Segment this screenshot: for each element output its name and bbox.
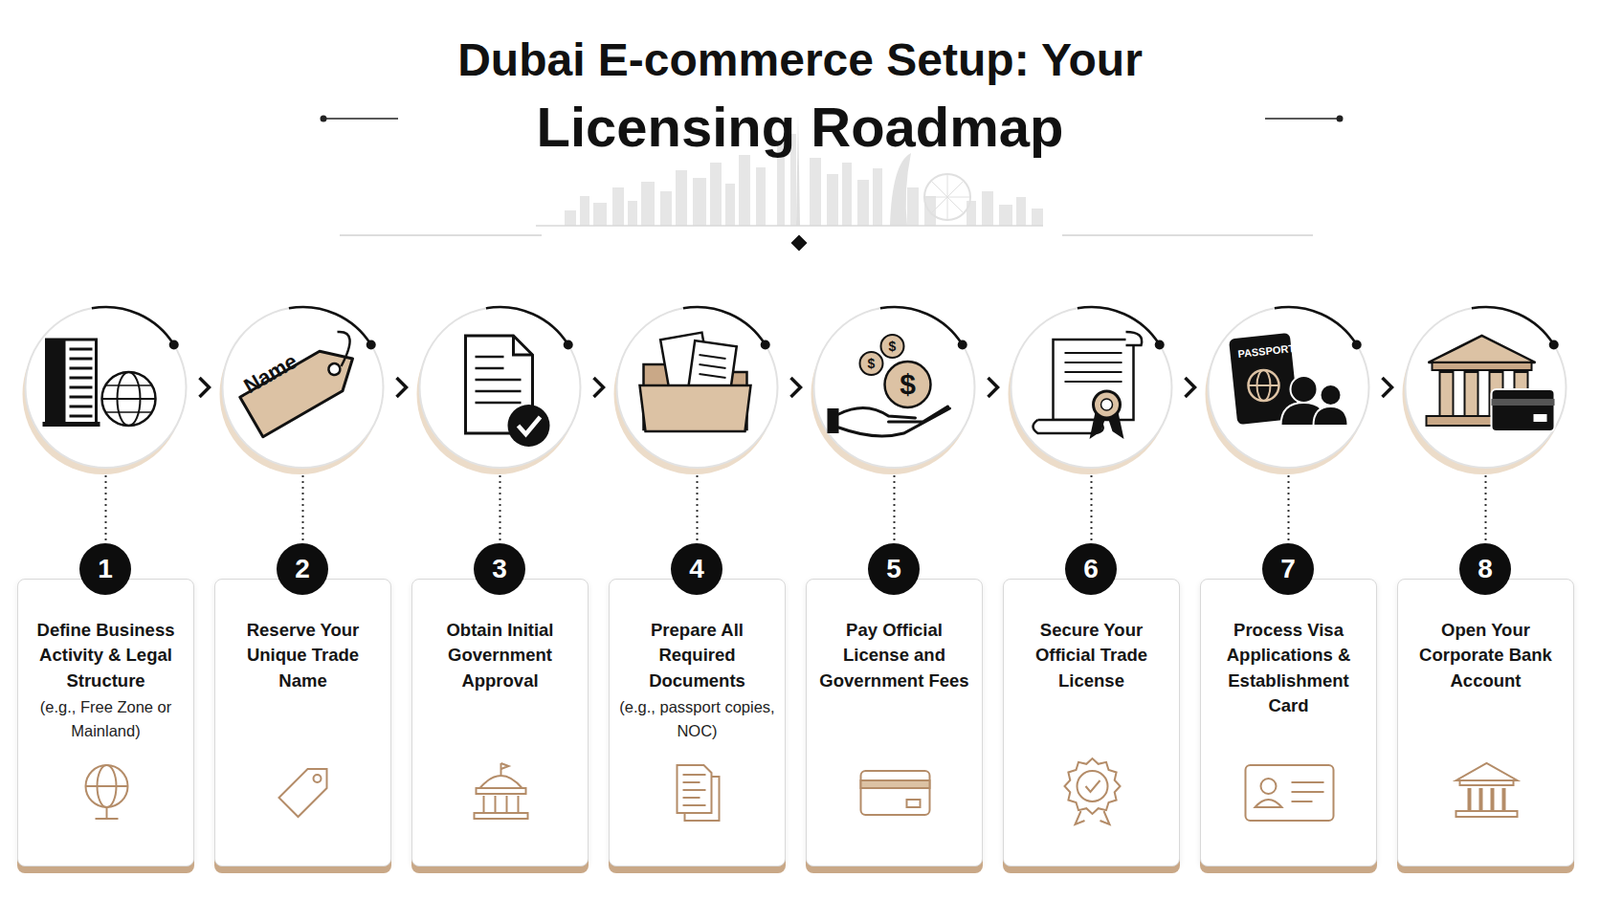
card-text: Open Your Corporate Bank Account [1398,579,1574,694]
card-text: Pay Official License and Government Fees [806,579,982,694]
step-number: 1 [97,555,113,583]
step-number-badge: 3 [473,543,526,596]
step-card: Pay Official License and Government Fees… [805,578,983,867]
step-title: Define Business Activity & Legal Structu… [27,618,184,694]
step-number: 2 [294,555,311,583]
step-number: 7 [1280,555,1296,583]
step-card: Secure Your Official Trade License6 [1002,578,1180,867]
card-text: Process Visa Applications & Establishmen… [1200,579,1377,719]
card-text: Secure Your Official Trade License [1003,579,1179,694]
step-number-badge: 1 [79,543,132,596]
step-number: 6 [1083,555,1099,583]
coin-symbol: $ [867,356,876,371]
card-text: Reserve Your Unique Trade Name [215,579,391,694]
step-card: Define Business Activity & Legal Structu… [17,578,195,867]
step-number-badge: 8 [1459,543,1512,596]
step-number: 8 [1477,555,1493,583]
step-number-badge: 6 [1065,543,1117,596]
card-text: Define Business Activity & Legal Structu… [18,579,194,743]
step-title: Secure Your Official Trade License [1013,618,1170,694]
step-number: 5 [886,555,902,583]
step-title: Obtain Initial Government Approval [422,618,578,694]
step-card: Prepare All Required Documents(e.g., pas… [608,578,786,867]
step-title: Open Your Corporate Bank Account [1407,618,1564,694]
coin-symbol: $ [888,339,897,354]
step-card: Obtain Initial Government Approval3 [411,578,589,867]
step-card: Process Visa Applications & Establishmen… [1200,578,1378,867]
step-card: Open Your Corporate Bank Account8 [1397,578,1575,867]
step-number: 3 [491,555,508,583]
step-number-badge: 5 [867,543,920,596]
step-title: Reserve Your Unique Trade Name [224,618,381,694]
card-text: Obtain Initial Government Approval [412,579,588,694]
tag-text: Name [240,350,301,398]
step-number-badge: 4 [670,543,723,596]
step-card: Reserve Your Unique Trade Name2 [214,578,392,867]
passport-text: PASSPORT [1237,343,1296,360]
card-text: Prepare All Required Documents(e.g., pas… [609,579,785,743]
step-title: Prepare All Required Documents [619,618,776,694]
step-note: (e.g., passport copies, NOC) [619,695,776,744]
title: Dubai E-commerce Setup: Your Licensing R… [455,21,1145,163]
step-number-badge: 7 [1262,543,1314,596]
step-number-badge: 2 [276,543,329,596]
step-number: 4 [688,555,705,583]
step-note: (e.g., Free Zone or Mainland) [27,695,184,744]
step-title: Process Visa Applications & Establishmen… [1210,618,1367,719]
coin-symbol: $ [899,370,916,400]
step-title: Pay Official License and Government Fees [816,618,973,694]
